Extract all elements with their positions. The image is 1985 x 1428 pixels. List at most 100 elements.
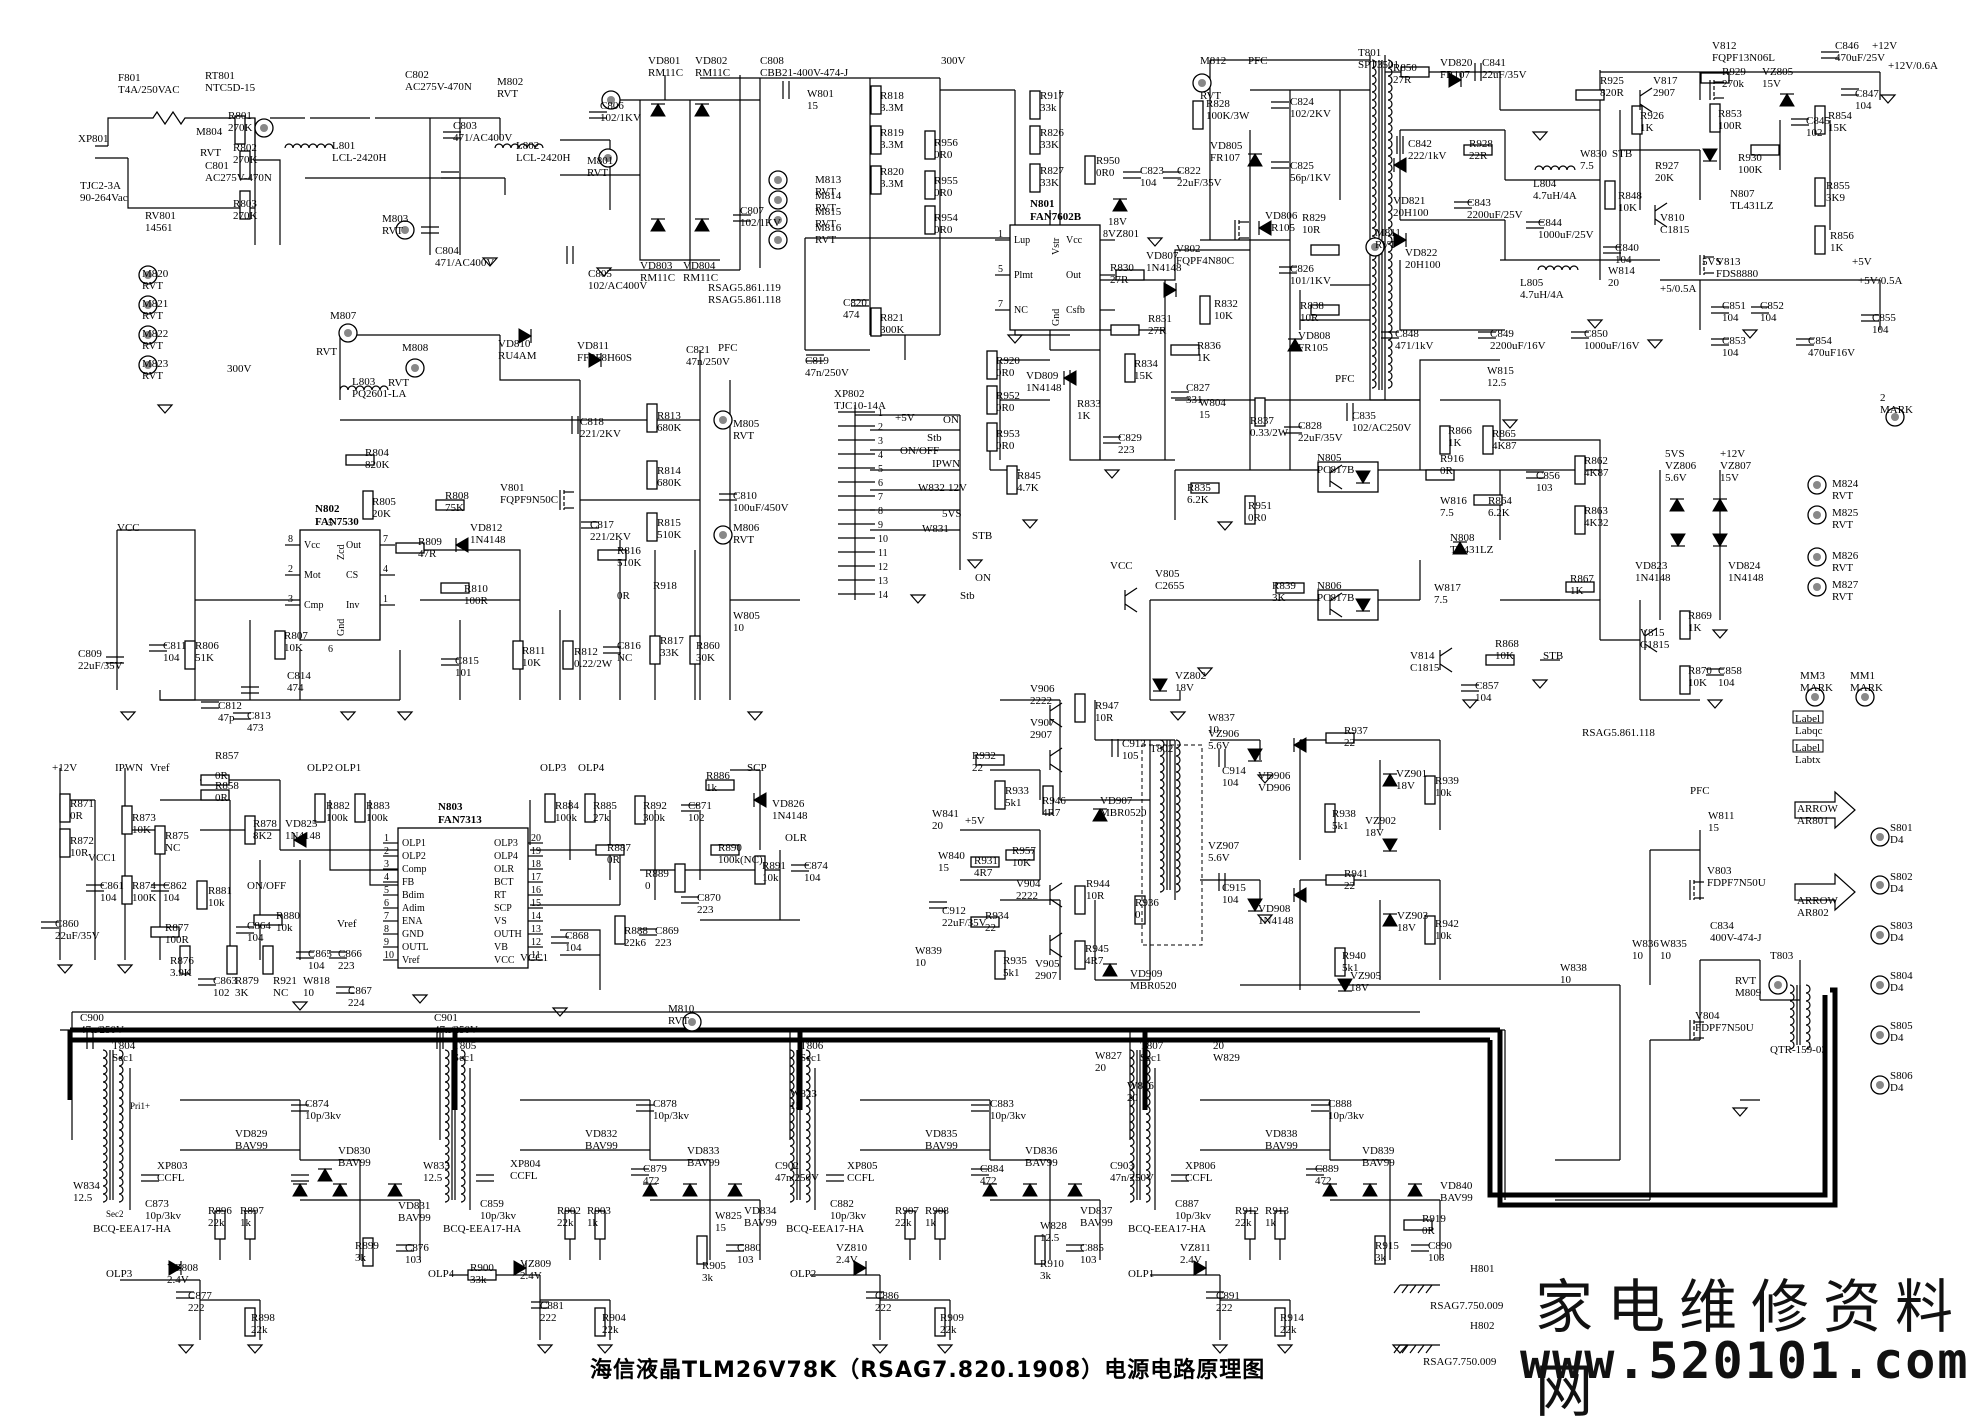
primary-winding: [444, 1049, 450, 1203]
wire-16: [1099, 450, 1600, 520]
ground-icon: [1256, 774, 1274, 784]
label-line: R805: [372, 496, 396, 508]
label-line: RM11C: [640, 272, 675, 284]
emitter: [1329, 480, 1343, 490]
label-line: C885: [1080, 1242, 1104, 1254]
label-line: 1k: [587, 1217, 599, 1229]
ground-icon: [595, 267, 613, 277]
resistor-38: [1425, 469, 1455, 481]
label-line: 680K: [657, 477, 682, 489]
emitter: [1439, 663, 1453, 673]
label-line: 22uF/35V: [942, 917, 987, 929]
label-line: 7.5: [1580, 160, 1594, 172]
capacitor-50: [551, 936, 569, 944]
label-line: 222: [875, 1302, 892, 1314]
resistor-98: [1134, 895, 1146, 925]
label-line: C886: [875, 1290, 899, 1302]
label-line: BAV99: [585, 1140, 618, 1152]
capacitor-31: [1711, 338, 1729, 346]
diode-body: [332, 1183, 348, 1197]
label-line: STB: [972, 530, 992, 542]
inductor-l803: [339, 385, 389, 391]
diode-body: [1337, 978, 1353, 992]
wiring: [59, 55, 1881, 1340]
resistor-73: [244, 815, 256, 845]
label-line: R910: [1040, 1258, 1064, 1270]
label-line: 470uF/25V: [1835, 52, 1885, 64]
label-line: W823: [790, 1088, 817, 1100]
diode-33: [1702, 148, 1718, 162]
resistor-54: [440, 582, 470, 594]
label-line: BAV99: [744, 1217, 777, 1229]
label-line: 0R0: [1096, 167, 1115, 179]
watermark-url: www.520101.com: [1520, 1332, 1970, 1390]
coil: [1159, 739, 1165, 893]
ic-part: FAN7602B: [1030, 211, 1082, 223]
label-line: Sec2: [106, 1209, 124, 1219]
label-line: XP806: [1185, 1160, 1216, 1172]
resistor-43: [1565, 581, 1595, 593]
diode-45: [1362, 1183, 1378, 1197]
pad-hole: [1813, 481, 1821, 489]
label-line: 2: [1880, 392, 1886, 404]
resistor-46: [1679, 665, 1691, 695]
pad-hole: [1371, 243, 1379, 251]
transformer-t806: [796, 1050, 801, 1200]
capacitor-78: [1311, 1104, 1329, 1112]
label-line: R884: [555, 800, 579, 812]
label-line: R874: [132, 880, 156, 892]
wire-4: [609, 99, 741, 271]
label-line: 3K: [1272, 592, 1286, 604]
ground-24: [291, 1001, 309, 1011]
ic-pin-number: 13: [531, 924, 541, 935]
label-line: 472: [1315, 1175, 1332, 1187]
label-line: 12.5: [1487, 377, 1507, 389]
label-line: W831: [922, 523, 949, 535]
label-line: R887: [607, 842, 631, 854]
label-line: 15: [1708, 822, 1720, 834]
label-line: R809: [418, 536, 442, 548]
label-line: RVT: [1375, 239, 1396, 251]
label-line: 2.4V: [167, 1274, 189, 1286]
label-line: 22: [1344, 737, 1355, 749]
mount-pad-23: [1870, 827, 1890, 847]
label-line: R832: [1214, 298, 1238, 310]
label-line: C854: [1808, 335, 1832, 347]
resistor-6: [870, 307, 882, 337]
diode-body: [1669, 498, 1685, 512]
transistor-0: [1639, 87, 1653, 113]
label-vref-2: Vref: [337, 918, 357, 930]
label-line: 2.4V: [1180, 1254, 1202, 1266]
label-line: RVT: [815, 218, 836, 230]
ground-35: [246, 1344, 264, 1354]
label-line: H801: [1470, 1263, 1494, 1275]
resistor-41: [1574, 505, 1586, 535]
capacitor-32: [1796, 338, 1814, 346]
label-olp3-b: OLP3: [106, 1268, 133, 1280]
wire-0: [95, 117, 256, 209]
